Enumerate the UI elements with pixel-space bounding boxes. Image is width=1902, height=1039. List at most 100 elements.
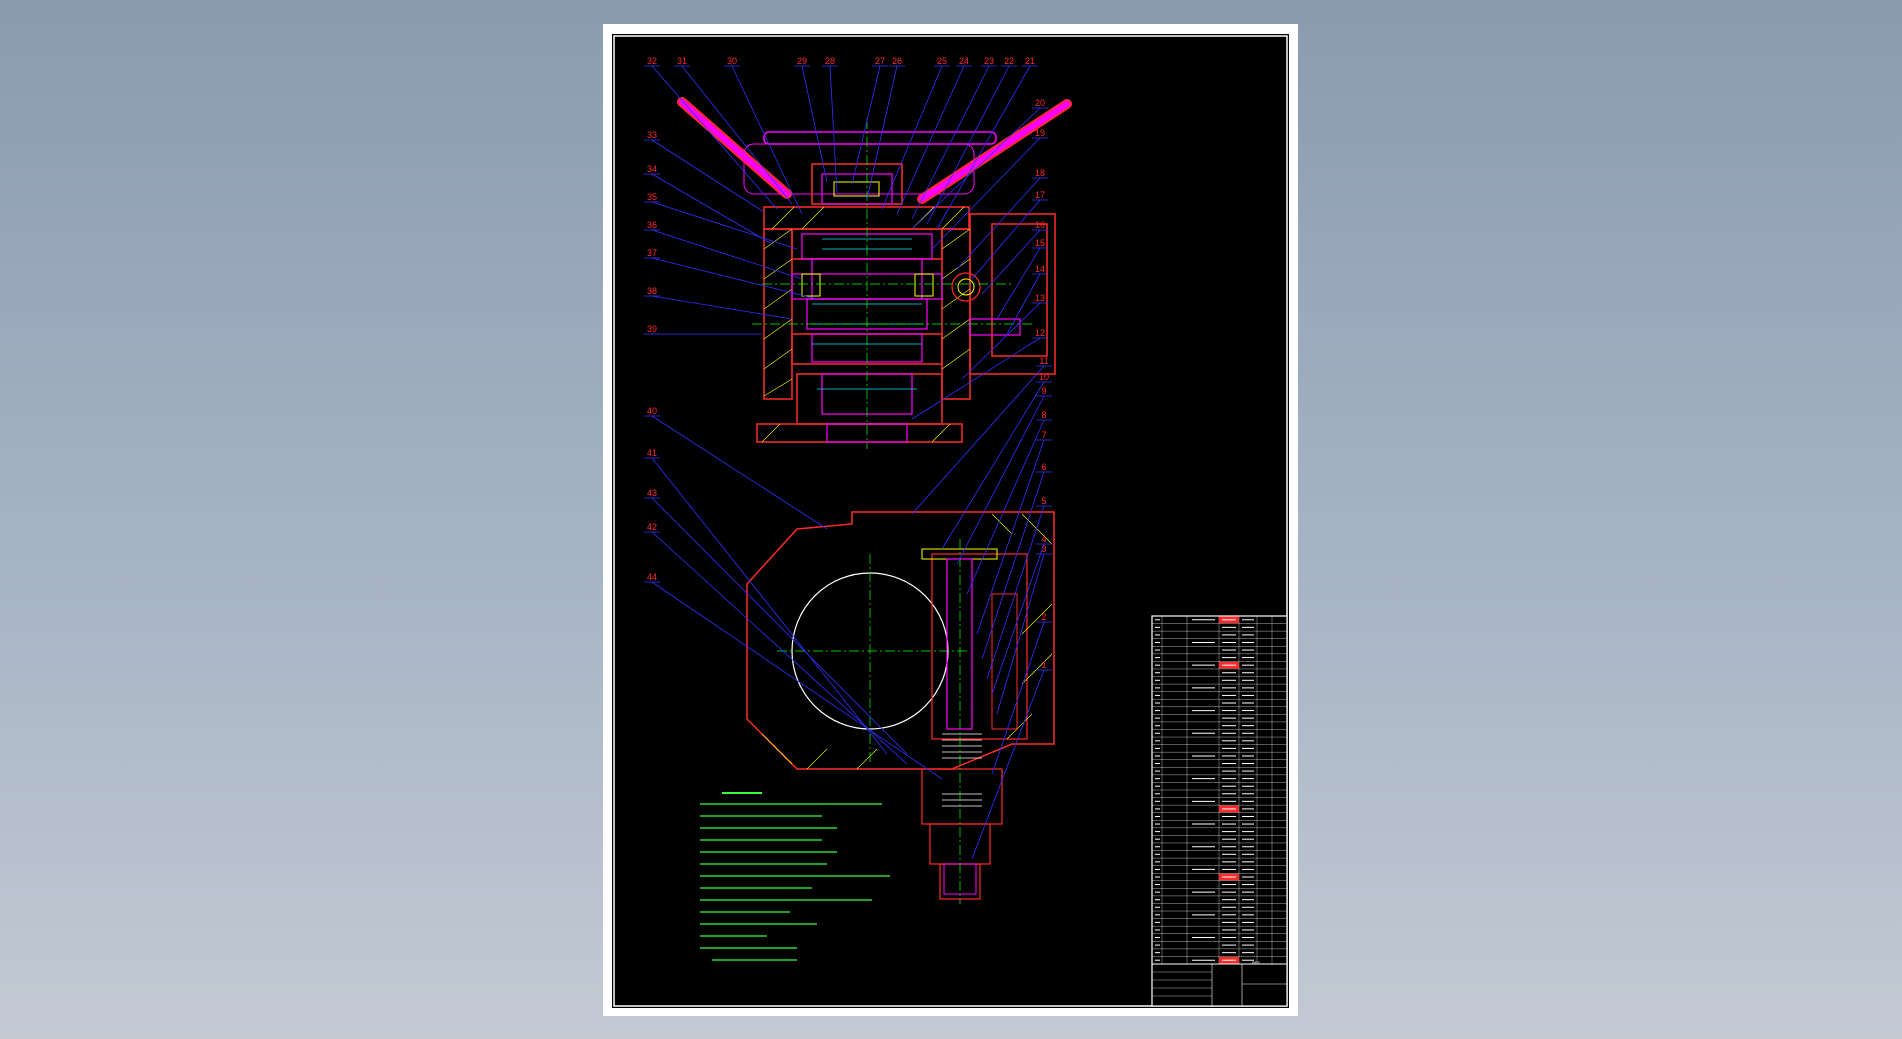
callout-16: 16 xyxy=(1035,220,1045,230)
callout-39: 39 xyxy=(647,324,657,334)
callout-14: 14 xyxy=(1035,264,1045,274)
technical-requirements-notes xyxy=(700,792,890,961)
title-block-stamp: BFS xyxy=(1252,960,1260,965)
callout-24: 24 xyxy=(959,56,969,66)
callout-19: 19 xyxy=(1035,128,1045,138)
leader-line xyxy=(966,419,1045,595)
leader-line xyxy=(971,669,1045,860)
leader-line xyxy=(941,381,1045,550)
leader-line xyxy=(651,173,773,245)
callout-2: 2 xyxy=(1041,612,1046,622)
leader-line xyxy=(926,65,1010,225)
motor-coupling xyxy=(921,768,1003,825)
leader-line xyxy=(681,65,793,205)
callout-15: 15 xyxy=(1035,238,1045,248)
callout-31: 31 xyxy=(677,56,687,66)
leader-line xyxy=(866,65,898,200)
handwheel xyxy=(677,97,1072,204)
leader-line xyxy=(911,65,990,220)
callout-13: 13 xyxy=(1035,293,1045,303)
callout-6: 6 xyxy=(1041,462,1046,472)
callout-36: 36 xyxy=(647,220,657,230)
callout-29: 29 xyxy=(797,56,807,66)
leader-line xyxy=(956,395,1045,565)
callout-4: 4 xyxy=(1041,534,1046,544)
seal-rings xyxy=(801,181,934,297)
worm-gear-box xyxy=(931,553,1028,740)
leader-line xyxy=(651,257,818,300)
callout-9: 9 xyxy=(1041,386,1046,396)
callout-28: 28 xyxy=(825,56,835,66)
centerlines-bottom xyxy=(777,539,967,904)
callout-26: 26 xyxy=(892,56,902,66)
callout-42: 42 xyxy=(647,522,657,532)
leader-line xyxy=(911,337,1041,420)
leader-line xyxy=(931,137,1041,250)
callout-44: 44 xyxy=(647,572,657,582)
leader-line xyxy=(911,107,1041,230)
section-view-top xyxy=(677,97,1072,449)
leader-line xyxy=(986,505,1045,680)
leader-line xyxy=(956,177,1041,270)
leader-line xyxy=(976,439,1045,635)
callout-1: 1 xyxy=(1041,660,1046,670)
input-shaft xyxy=(969,318,1021,336)
callout-7: 7 xyxy=(1041,430,1046,440)
leader-line xyxy=(829,65,838,195)
leader-line xyxy=(651,139,765,213)
leader-line xyxy=(651,65,778,210)
callout-30: 30 xyxy=(727,56,737,66)
leader-line xyxy=(1006,273,1041,335)
callout-23: 23 xyxy=(984,56,994,66)
callout-5: 5 xyxy=(1041,496,1046,506)
section-hatch-bottom xyxy=(761,513,1053,770)
leader-line xyxy=(731,65,803,215)
leader-line xyxy=(996,553,1045,715)
drawing-frame xyxy=(613,35,1288,1007)
leader-line xyxy=(936,65,1031,230)
callout-20: 20 xyxy=(1035,98,1045,108)
callout-41: 41 xyxy=(647,448,657,458)
leader-line xyxy=(651,581,943,780)
worm-shaft xyxy=(951,272,981,302)
leader-line xyxy=(991,543,1045,695)
leader-line xyxy=(996,247,1041,320)
callout-12: 12 xyxy=(1035,328,1045,338)
callout-18: 18 xyxy=(1035,168,1045,178)
callout-38: 38 xyxy=(647,286,657,296)
leader-line xyxy=(651,415,828,530)
valve-body-outline xyxy=(746,511,1055,770)
callout-40: 40 xyxy=(647,406,657,416)
leader-line xyxy=(651,201,798,250)
callout-27: 27 xyxy=(875,56,885,66)
callout-43: 43 xyxy=(647,488,657,498)
leader-line xyxy=(801,65,828,183)
plan-view-bottom xyxy=(746,511,1055,904)
callout-17: 17 xyxy=(1035,190,1045,200)
leader-line xyxy=(961,302,1041,380)
leader-line xyxy=(971,199,1041,280)
leader-line xyxy=(651,457,888,755)
callout-10: 10 xyxy=(1039,372,1049,382)
leader-line xyxy=(651,497,908,755)
callout-33: 33 xyxy=(647,130,657,140)
leader-line xyxy=(896,65,965,215)
leader-line xyxy=(991,621,1045,775)
callout-25: 25 xyxy=(937,56,947,66)
callout-32: 32 xyxy=(647,56,657,66)
callout-3: 3 xyxy=(1041,544,1046,554)
leader-line xyxy=(911,365,1045,515)
callout-34: 34 xyxy=(647,164,657,174)
callout-22: 22 xyxy=(1004,56,1014,66)
callout-8: 8 xyxy=(1041,410,1046,420)
leader-line xyxy=(981,229,1041,295)
parts-list-table xyxy=(1151,615,1288,1007)
callout-35: 35 xyxy=(647,192,657,202)
centerlines-top xyxy=(752,119,1032,449)
leader-line xyxy=(651,295,793,320)
assembly-drawing: 3231302928272625242322213334353637383920… xyxy=(613,35,1288,1007)
callout-37: 37 xyxy=(647,248,657,258)
worm-thread xyxy=(942,733,982,807)
section-hatch-top xyxy=(761,206,971,443)
